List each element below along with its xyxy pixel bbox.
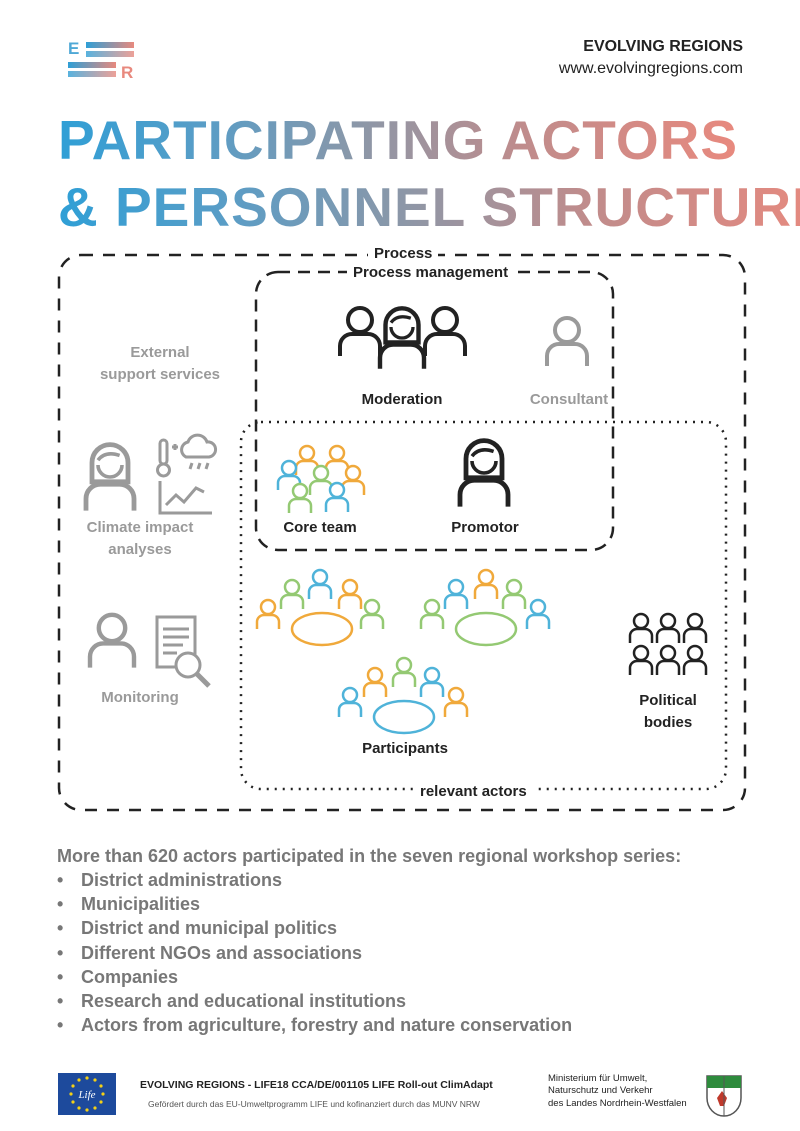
- logo-letter-e: E: [68, 39, 79, 58]
- moderation-label: Moderation: [361, 391, 443, 408]
- actor-list: •District administrations •Municipalitie…: [57, 868, 572, 1037]
- consultant-icon: [545, 316, 589, 368]
- moderation-icon: [338, 306, 467, 369]
- relevant-actors-label: relevant actors: [414, 781, 533, 803]
- ministry-name: Ministerium für Umwelt, Naturschutz und …: [548, 1073, 687, 1109]
- participant-table-2: [419, 568, 551, 647]
- logo-letter-r: R: [121, 63, 133, 80]
- monitoring-label: Monitoring: [101, 689, 179, 706]
- list-item: •Companies: [57, 966, 179, 987]
- process-management-label: Process management: [347, 262, 515, 284]
- list-item: •District administrations: [57, 870, 283, 890]
- core-team-label: Core team: [283, 519, 357, 536]
- rain-cloud-icon: [180, 433, 218, 470]
- climate-analyst-icon: [86, 445, 134, 511]
- eu-life-logo-text: Life: [77, 1089, 95, 1101]
- list-item: •Research and educational institutions: [57, 991, 407, 1012]
- page-title-line2: & PERSONNEL STRUCTURE: [58, 180, 800, 235]
- process-box: [57, 253, 747, 812]
- promotor-icon: [460, 441, 508, 507]
- promotor-label: Promotor: [451, 519, 519, 536]
- document-magnifier-icon: [155, 615, 211, 688]
- evolving-regions-logo: E R: [68, 39, 134, 80]
- project-line: EVOLVING REGIONS - LIFE18 CCA/DE/001105 …: [140, 1079, 493, 1091]
- political-bodies-icon: [628, 612, 708, 677]
- climate-impact-label: Climate impact analyses: [86, 519, 194, 558]
- list-item: •Different NGOs and associations: [57, 942, 363, 963]
- participant-table-1: [255, 568, 385, 647]
- eu-life-logo: Life: [58, 1073, 116, 1115]
- chart-icon: [158, 481, 212, 515]
- funding-line: Gefördert durch das EU-Umweltprogramm LI…: [148, 1099, 480, 1109]
- page-title-line1: PARTICIPATING ACTORS: [58, 109, 738, 171]
- consultant-label: Consultant: [529, 391, 609, 408]
- monitoring-person-icon: [90, 615, 134, 668]
- participant-table-3: [337, 656, 469, 735]
- process-label: Process: [368, 243, 439, 265]
- political-bodies-label: Political bodies: [639, 692, 697, 731]
- participants-label: Participants: [362, 740, 448, 757]
- participation-intro: More than 620 actors participated in the…: [57, 846, 682, 866]
- list-item: •District and municipal politics: [57, 918, 338, 939]
- org-name: EVOLVING REGIONS: [583, 38, 743, 55]
- core-team-icon: [276, 444, 366, 515]
- nrw-coat-of-arms-icon: [706, 1075, 742, 1117]
- list-item: •Actors from agriculture, forestry and n…: [57, 1015, 573, 1036]
- external-support-label: External support services: [99, 344, 221, 383]
- thermometer-icon: [156, 438, 178, 478]
- list-item: •Municipalities: [57, 894, 201, 915]
- org-url[interactable]: www.evolvingregions.com: [558, 60, 743, 77]
- process-management-box: [254, 270, 615, 552]
